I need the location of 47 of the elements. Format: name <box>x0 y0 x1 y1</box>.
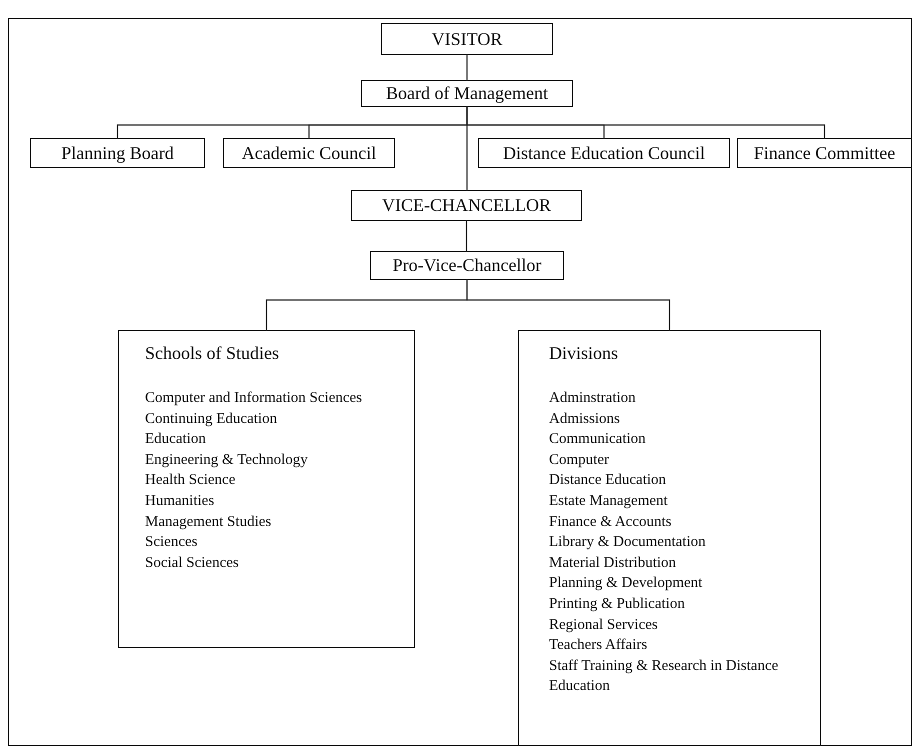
connector-line <box>466 280 670 330</box>
list-item: Computer and Information Sciences <box>145 389 364 408</box>
org-unit-box <box>223 138 395 168</box>
unit-label: Distance Education Council <box>503 142 705 164</box>
list-heading: Divisions <box>549 343 620 364</box>
connector-line <box>466 55 468 80</box>
list-item: Printing & Publication <box>549 594 686 614</box>
list-item: Planning & Development <box>549 574 704 594</box>
list-item: Computer <box>549 450 610 470</box>
org-unit-box <box>30 138 205 168</box>
list-item: Material Distribution <box>549 554 678 573</box>
unit-label: VICE-CHANCELLOR <box>382 195 551 216</box>
org-unit-box <box>478 138 730 168</box>
list-item: Admissions <box>549 410 621 429</box>
list-item: Estate Management <box>549 492 669 511</box>
list-item: Adminstration <box>549 389 637 408</box>
unit-label: VISITOR <box>432 28 502 50</box>
list-item: Engineering & Technology <box>145 450 309 470</box>
list-heading: Schools of Studies <box>145 343 280 364</box>
list-item: Library & Documentation <box>549 533 707 552</box>
org-unit-box <box>737 138 912 168</box>
list-item: Regional Services <box>549 616 659 635</box>
unit-label: Pro-Vice-Chancellor <box>392 255 542 276</box>
org-unit-box <box>381 23 553 55</box>
connector-line <box>466 107 468 190</box>
department-list-box <box>118 330 415 648</box>
list-item: Staff Training & Research in Distance Education <box>549 656 780 696</box>
list-item: Continuing Education <box>145 410 278 429</box>
unit-label: Finance Committee <box>754 142 896 164</box>
list-item: Teachers Affairs <box>549 636 648 656</box>
connector-line <box>466 221 468 251</box>
org-unit-box <box>361 80 573 107</box>
org-unit-box <box>370 251 564 280</box>
unit-label: Board of Management <box>386 83 548 104</box>
list-item: Communication <box>549 430 647 450</box>
list-item: Humanities <box>145 492 216 511</box>
list-item: Distance Education <box>549 471 668 490</box>
list-item: Education <box>145 430 207 450</box>
org-unit-box <box>351 190 582 221</box>
list-item: Social Sciences <box>145 554 240 573</box>
list-item: Management Studies <box>145 512 272 532</box>
list-item: Health Science <box>145 471 236 490</box>
unit-label: Academic Council <box>242 142 376 164</box>
department-list-box <box>518 330 821 746</box>
unit-label: Planning Board <box>61 142 174 164</box>
list-item: Finance & Accounts <box>549 512 672 532</box>
list-item: Sciences <box>145 533 198 552</box>
